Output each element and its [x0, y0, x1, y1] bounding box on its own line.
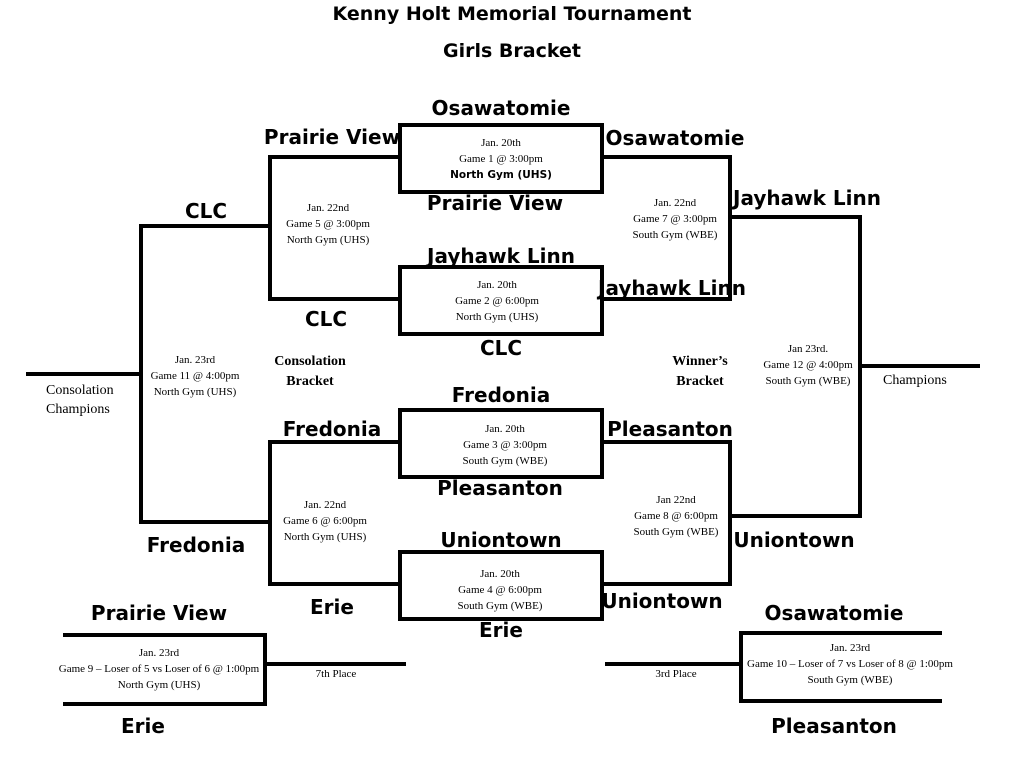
page-title: Kenny Holt Memorial Tournament: [332, 3, 692, 25]
consolation-champions-label: Consolation Champions: [46, 381, 114, 419]
team-g4-top: Uniontown: [440, 528, 562, 552]
game-10-location: South Gym (WBE): [807, 674, 893, 686]
consolation-bracket-line-2: Bracket: [286, 374, 334, 389]
team-g5-bottom: CLC: [304, 307, 348, 331]
game-3-date: Jan. 20th: [485, 423, 525, 435]
winners-bracket-line-2: Bracket: [676, 374, 724, 389]
game-3-time: Game 3 @ 3:00pm: [463, 439, 547, 451]
game-10-bracket: [739, 631, 942, 703]
game-4-time: Game 4 @ 6:00pm: [458, 584, 542, 596]
game-11-date: Jan. 23rd: [174, 354, 216, 366]
game-7-info: Jan. 22nd Game 7 @ 3:00pm South Gym (WBE…: [633, 195, 718, 243]
game-6-location: North Gym (UHS): [283, 531, 367, 543]
game-11-location: North Gym (UHS): [153, 386, 237, 398]
game-7-bracket: [600, 155, 732, 301]
game-1-time: Game 1 @ 3:00pm: [459, 153, 543, 165]
team-g4-bottom: Erie: [479, 618, 523, 642]
game-11-time: Game 11 @ 4:00pm: [150, 370, 240, 382]
game-9-time: Game 9 – Loser of 5 vs Loser of 6 @ 1:00…: [58, 663, 260, 675]
game-4-location: South Gym (WBE): [457, 600, 543, 612]
game-8-location: South Gym (WBE): [633, 526, 719, 538]
team-g10-bottom: Pleasanton: [771, 714, 897, 738]
game-3-location: South Gym (WBE): [462, 455, 548, 467]
game-4-info: Jan. 20th Game 4 @ 6:00pm South Gym (WBE…: [458, 566, 543, 614]
team-g6-bottom: Erie: [310, 595, 354, 619]
game-6-info: Jan. 22nd Game 6 @ 6:00pm North Gym (UHS…: [283, 497, 367, 545]
team-g6-top: Fredonia: [282, 417, 382, 441]
champions-label: Champions: [883, 373, 947, 388]
game-6-bracket: [268, 440, 402, 586]
team-g8-bottom: Uniontown: [601, 589, 723, 613]
team-g12-top: Jayhawk Linn: [733, 186, 881, 210]
game-7-time: Game 7 @ 3:00pm: [633, 213, 717, 225]
team-g1-top: Osawatomie: [431, 96, 571, 120]
winners-bracket-line-1: Winner’s: [672, 354, 728, 369]
game-4-date: Jan. 20th: [480, 568, 520, 580]
consolation-champions-line-2: Champions: [46, 402, 110, 417]
team-g9-top: Prairie View: [90, 601, 228, 625]
team-g7-bottom: Jayhawk Linn: [598, 276, 746, 300]
game-1-info: Jan. 20th Game 1 @ 3:00pm North Gym (UHS…: [450, 135, 552, 183]
consolation-champions-line-1: Consolation: [46, 383, 114, 398]
game-1-date: Jan. 20th: [481, 137, 521, 149]
game-2-time: Game 2 @ 6:00pm: [455, 295, 539, 307]
game-9-location: North Gym (UHS): [117, 679, 201, 691]
game-7-date: Jan. 22nd: [653, 197, 697, 209]
game-10-date: Jan. 23rd: [829, 642, 871, 654]
game-5-info: Jan. 22nd Game 5 @ 3:00pm North Gym (UHS…: [286, 200, 370, 248]
game-8-bracket: [600, 440, 732, 586]
team-g12-bottom: Uniontown: [733, 528, 855, 552]
game-6-date: Jan. 22nd: [303, 499, 347, 511]
game-8-date: Jan 22nd: [656, 494, 696, 506]
team-g3-top: Fredonia: [451, 383, 551, 407]
game-3-info: Jan. 20th Game 3 @ 3:00pm South Gym (WBE…: [463, 421, 548, 469]
bracket-subtitle: Girls Bracket: [443, 40, 581, 62]
game-11-info: Jan. 23rd Game 11 @ 4:00pm North Gym (UH…: [151, 352, 240, 400]
team-g7-top: Osawatomie: [605, 126, 745, 150]
team-g3-bottom: Pleasanton: [437, 476, 563, 500]
game-2-location: North Gym (UHS): [455, 311, 539, 323]
winners-bracket-label: Winner’s Bracket: [672, 352, 727, 392]
consolation-bracket-line-1: Consolation: [274, 354, 346, 369]
game-8-info: Jan 22nd Game 8 @ 6:00pm South Gym (WBE): [634, 492, 719, 540]
team-g11-top: CLC: [184, 199, 228, 223]
third-place-label: 3rd Place: [655, 668, 697, 680]
team-g2-top: Jayhawk Linn: [427, 244, 575, 268]
game-12-time: Game 12 @ 4:00pm: [763, 359, 853, 371]
game-9-bracket: [63, 633, 267, 706]
game-12-date: Jan 23rd.: [787, 343, 829, 355]
game-1-location: North Gym (UHS): [450, 169, 552, 181]
game-12-info: Jan 23rd. Game 12 @ 4:00pm South Gym (WB…: [763, 341, 852, 389]
team-g11-bottom: Fredonia: [146, 533, 246, 557]
team-g8-top: Pleasanton: [607, 417, 733, 441]
team-g9-bottom: Erie: [121, 714, 165, 738]
game-5-date: Jan. 22nd: [306, 202, 350, 214]
game-10-info: Jan. 23rd Game 10 – Loser of 7 vs Loser …: [747, 640, 953, 688]
game-8-time: Game 8 @ 6:00pm: [634, 510, 718, 522]
consolation-bracket-label: Consolation Bracket: [274, 352, 346, 392]
game-6-time: Game 6 @ 6:00pm: [283, 515, 367, 527]
game-9-info: Jan. 23rd Game 9 – Loser of 5 vs Loser o…: [59, 645, 259, 693]
game-2-info: Jan. 20th Game 2 @ 6:00pm North Gym (UHS…: [455, 277, 539, 325]
game-5-location: North Gym (UHS): [286, 234, 370, 246]
game-9-date: Jan. 23rd: [138, 647, 180, 659]
team-g5-top: Prairie View: [263, 125, 401, 149]
game-7-location: South Gym (WBE): [632, 229, 718, 241]
team-g10-top: Osawatomie: [764, 601, 904, 625]
seventh-place-label: 7th Place: [315, 668, 357, 680]
game-10-time: Game 10 – Loser of 7 vs Loser of 8 @ 1:0…: [747, 658, 953, 670]
team-g2-bottom: CLC: [479, 336, 523, 360]
game-12-location: South Gym (WBE): [765, 375, 851, 387]
game-5-time: Game 5 @ 3:00pm: [286, 218, 370, 230]
team-g1-bottom: Prairie View: [426, 191, 564, 215]
game-2-date: Jan. 20th: [477, 279, 517, 291]
